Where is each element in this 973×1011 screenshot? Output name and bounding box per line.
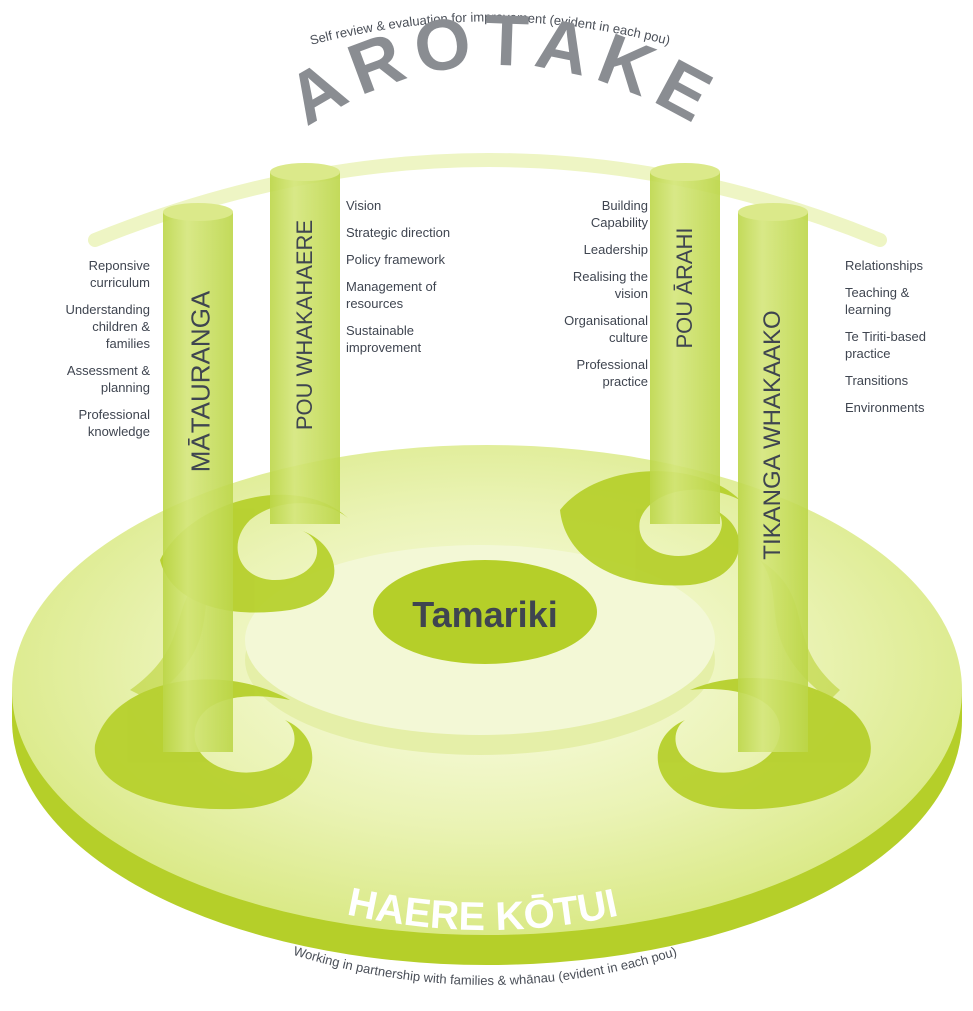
list-item: Teaching & learning [845, 285, 910, 317]
pillar-name-matauranga: MĀTAURANGA [185, 290, 216, 473]
list-item: Policy framework [346, 252, 445, 267]
pillar-name-tikanga-whakaako: TIKANGA WHAKAAKO [759, 310, 786, 560]
pou-arahi-items: Building Capability Leadership Realising… [545, 197, 648, 400]
list-item: Realising the vision [572, 269, 648, 301]
list-item: Professional knowledge [78, 407, 150, 439]
pillar-pou-whakahaere [270, 163, 340, 524]
list-item: Relationships [845, 258, 924, 273]
list-item: Leadership [583, 242, 648, 257]
pillar-name-pou-whakahaere: POU WHAKAHAERE [292, 219, 317, 431]
list-item: Building Capability [590, 198, 648, 230]
list-item: Te Tiriti-based practice [845, 329, 926, 361]
pou-whakahaere-items: Vision Strategic direction Policy framew… [346, 197, 466, 366]
tikanga-whakaako-items: Relationships Teaching & learning Te Tir… [845, 257, 955, 426]
list-item: Strategic direction [346, 225, 451, 240]
list-item: Assessment & planning [66, 363, 150, 395]
list-item: Sustainable improvement [346, 323, 422, 355]
matauranga-items: Reponsive curriculum Understanding child… [55, 257, 150, 450]
tamariki-label: Tamariki [412, 594, 557, 635]
list-item: Vision [346, 198, 382, 213]
list-item: Reponsive curriculum [88, 258, 150, 290]
pillar-tikanga-whakaako [738, 203, 808, 752]
arotake-title-text: AROTAKE [274, 0, 732, 142]
list-item: Organisational culture [564, 313, 648, 345]
list-item: Environments [845, 400, 925, 415]
list-item: Management of resources [346, 279, 437, 311]
pillar-name-pou-arahi: POU ĀRAHI [672, 227, 697, 349]
tamariki-ellipse [373, 560, 597, 664]
pillar-pou-arahi [650, 163, 720, 524]
pillar-matauranga [163, 203, 233, 752]
arotake-title: AROTAKE [274, 0, 722, 142]
list-item: Transitions [845, 373, 909, 388]
list-item: Professional practice [576, 357, 648, 389]
arotake-arc [88, 153, 887, 247]
list-item: Understanding children & families [65, 302, 150, 351]
